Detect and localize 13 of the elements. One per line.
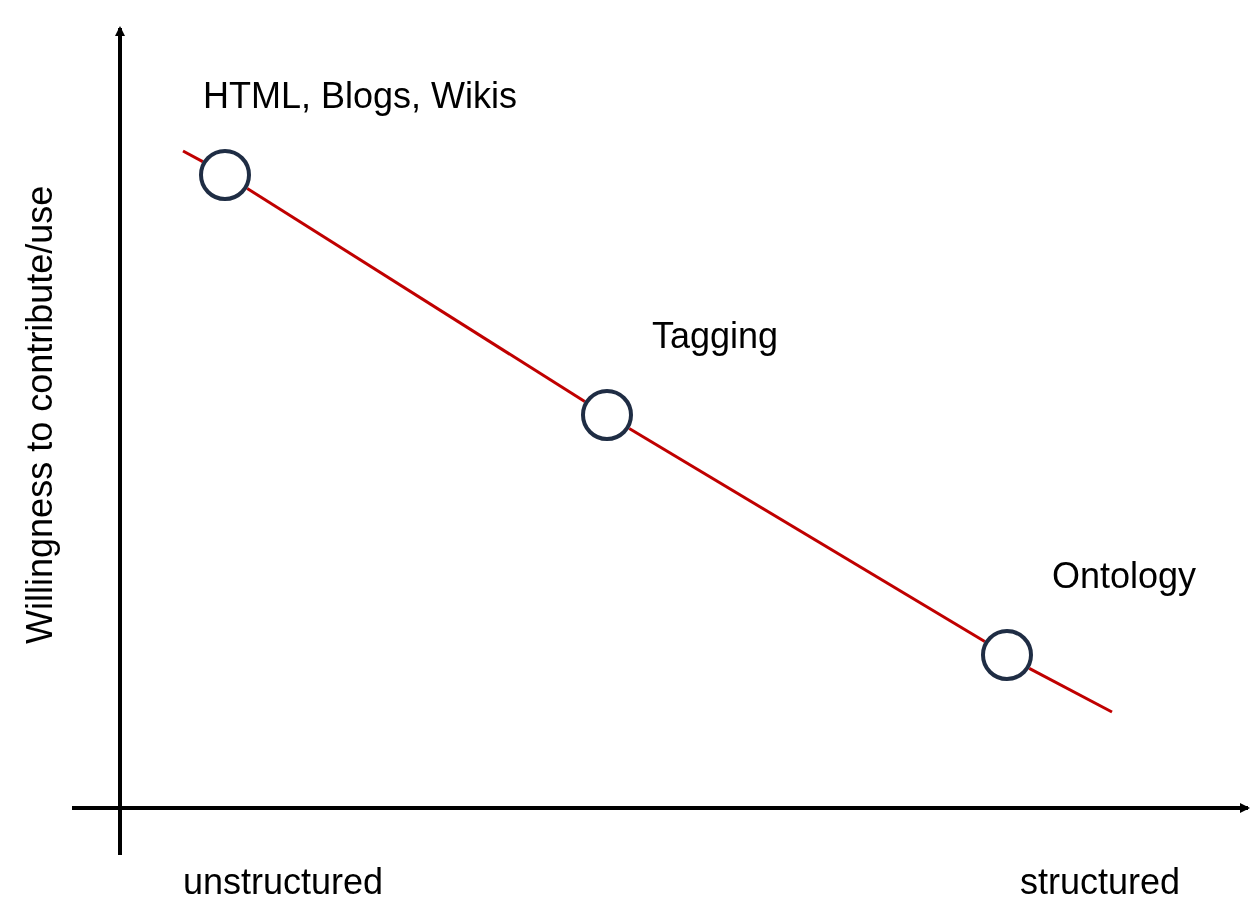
point-label: Tagging bbox=[652, 316, 779, 356]
trend-line bbox=[182, 149, 204, 163]
axis-title: Willingness to contribute/use bbox=[20, 185, 60, 644]
point-label: HTML, Blogs, Wikis bbox=[203, 76, 518, 116]
circle-marker bbox=[981, 629, 1033, 681]
trend-line bbox=[628, 427, 986, 643]
point-label: Ontology bbox=[1052, 556, 1197, 596]
trend-line bbox=[1028, 667, 1113, 714]
circle-marker bbox=[581, 389, 633, 441]
axis-end-label: structured bbox=[1020, 862, 1181, 902]
trend-line bbox=[246, 187, 586, 403]
circle-marker bbox=[199, 149, 251, 201]
axis-end-label: unstructured bbox=[183, 862, 384, 902]
